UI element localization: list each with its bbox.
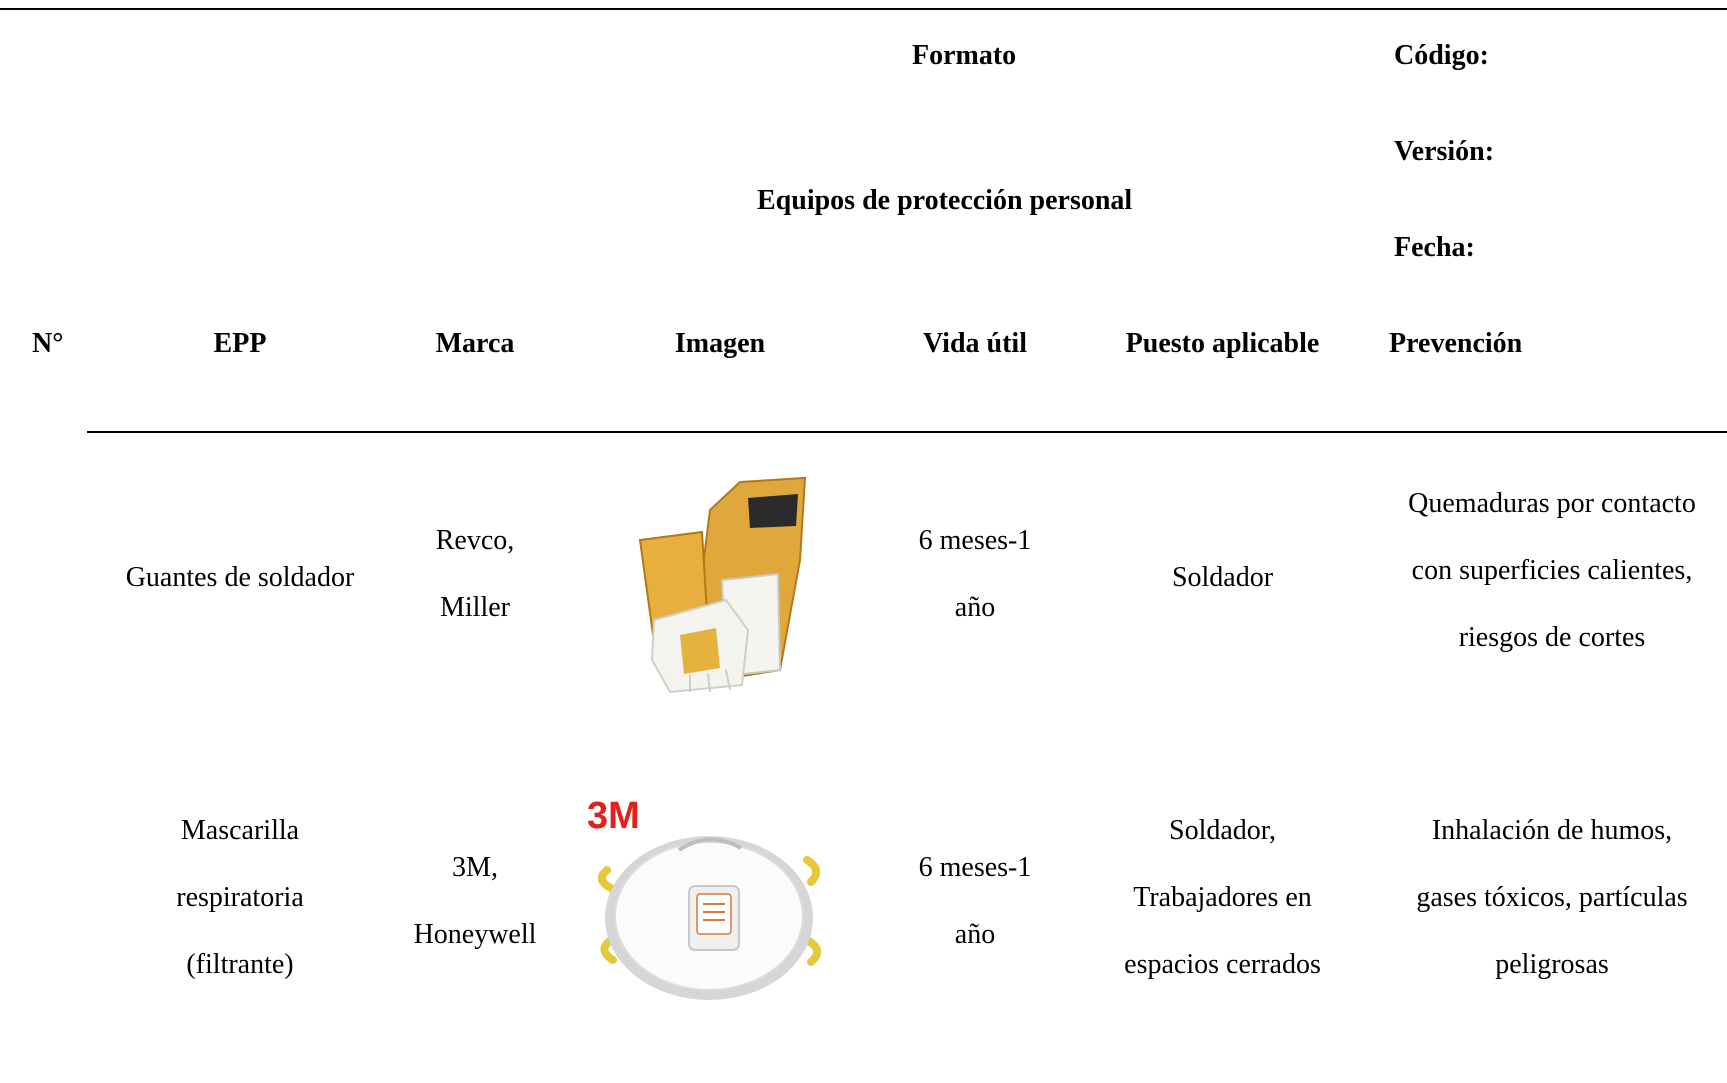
cell-line: respiratoria bbox=[176, 882, 304, 913]
cell-marca: 3M, Honeywell bbox=[385, 834, 565, 968]
cell-line: 6 meses-1 bbox=[918, 852, 1032, 883]
cell-prevencion: Quemaduras por contacto con superficies … bbox=[1377, 470, 1727, 671]
respirator-mask-image: 3M bbox=[587, 795, 821, 1000]
cell-marca: Revco, Miller bbox=[385, 507, 565, 641]
mask-strap bbox=[803, 936, 821, 966]
brand-3m-logo: 3M bbox=[587, 795, 640, 837]
cell-line: Miller bbox=[440, 592, 510, 623]
cell-epp: Mascarilla respiratoria (filtrante) bbox=[90, 797, 390, 998]
welding-gloves-image bbox=[638, 476, 807, 694]
cell-puesto: Soldador bbox=[1090, 544, 1355, 611]
cell-line: riesgos de cortes bbox=[1458, 622, 1646, 653]
header-rule bbox=[87, 431, 1727, 433]
cell-prevencion: Inhalación de humos, gases tóxicos, part… bbox=[1377, 797, 1727, 998]
column-header-epp: EPP bbox=[213, 328, 267, 359]
cell-line: Soldador bbox=[1171, 562, 1274, 593]
glove-back-cuff-label bbox=[748, 494, 798, 528]
document-title: Equipos de protección personal bbox=[757, 185, 1133, 216]
cell-line: Guantes de soldador bbox=[125, 562, 355, 593]
cell-line: Quemaduras por contacto bbox=[1408, 488, 1696, 519]
top-rule bbox=[0, 8, 1727, 10]
column-header-imagen: Imagen bbox=[674, 328, 766, 359]
cell-line: con superficies calientes, bbox=[1411, 555, 1693, 586]
cell-line: Inhalación de humos, bbox=[1431, 815, 1673, 846]
cell-vida-util: 6 meses-1 año bbox=[880, 507, 1070, 641]
cell-line: Soldador, bbox=[1169, 815, 1276, 846]
version-label: Versión: bbox=[1394, 136, 1495, 167]
mask-strap bbox=[600, 936, 617, 964]
cell-line: 6 meses-1 bbox=[918, 525, 1032, 556]
column-header-puesto-aplicable: Puesto aplicable bbox=[1125, 328, 1320, 359]
cell-line: Mascarilla bbox=[180, 815, 300, 846]
cell-vida-util: 6 meses-1 año bbox=[880, 834, 1070, 968]
cell-line: 3M, bbox=[452, 852, 498, 883]
glove-front-patch bbox=[680, 628, 720, 674]
cell-epp: Guantes de soldador bbox=[90, 544, 390, 611]
cell-line: Honeywell bbox=[413, 919, 537, 950]
cell-line: año bbox=[954, 919, 996, 950]
column-header-vida-util: Vida útil bbox=[923, 328, 1027, 359]
cell-line: espacios cerrados bbox=[1124, 949, 1321, 980]
fecha-label: Fecha: bbox=[1394, 232, 1475, 263]
cell-line: Trabajadores en bbox=[1133, 882, 1312, 913]
cell-line: gases tóxicos, partículas bbox=[1416, 882, 1688, 913]
column-header-prevencion: Prevención bbox=[1389, 328, 1523, 359]
codigo-label: Código: bbox=[1394, 40, 1489, 71]
cell-puesto: Soldador, Trabajadores en espacios cerra… bbox=[1090, 797, 1355, 998]
cell-line: año bbox=[954, 592, 996, 623]
cell-line: (filtrante) bbox=[186, 949, 294, 980]
mask-nose-clip bbox=[677, 837, 742, 852]
mask-strap bbox=[597, 866, 615, 892]
column-header-marca: Marca bbox=[435, 328, 515, 359]
formato-label: Formato bbox=[912, 40, 1017, 71]
mask-strap bbox=[803, 856, 821, 886]
cell-line: Revco, bbox=[435, 525, 515, 556]
cell-line: peligrosas bbox=[1495, 949, 1609, 980]
column-header-numero: N° bbox=[32, 328, 64, 359]
